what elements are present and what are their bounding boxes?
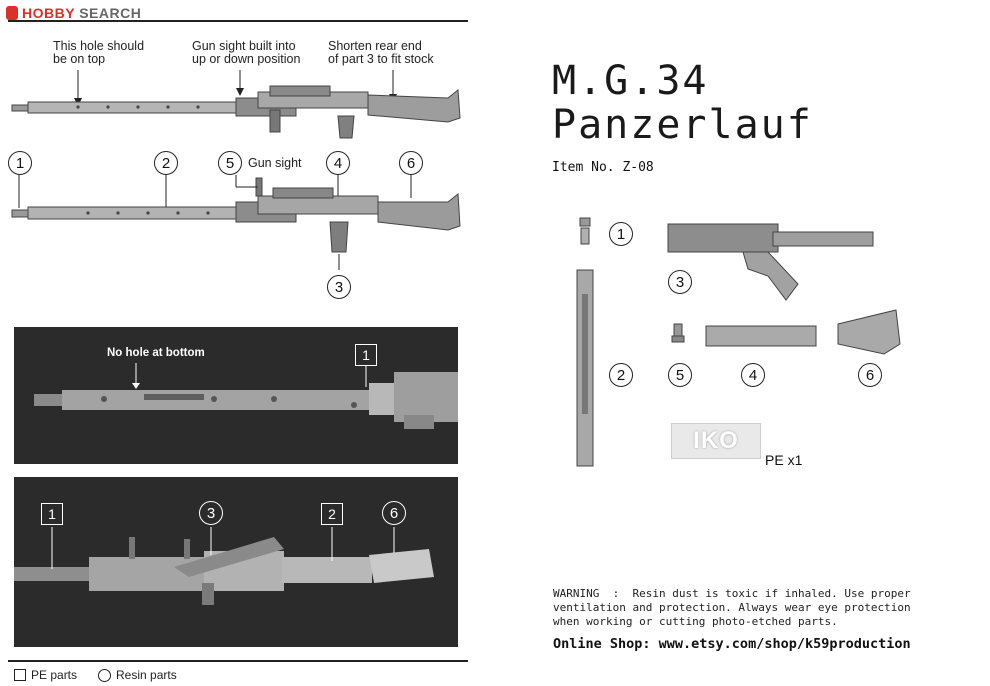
callout-6: 6 xyxy=(399,151,423,175)
callout-3: 3 xyxy=(327,275,351,299)
brand-text: HOBBY SEARCH xyxy=(22,5,142,21)
photo-barrel-bottom: No hole at bottom 1 xyxy=(14,327,458,464)
photo-2-label-2: 2 xyxy=(321,503,343,525)
part-label-2: 2 xyxy=(609,363,633,387)
gun-bottom-drawing xyxy=(11,177,461,253)
note-shorten: Shorten rear end of part 3 to fit stock xyxy=(328,39,434,66)
gun-diagram xyxy=(11,70,461,270)
callout-4: 4 xyxy=(326,151,350,175)
note-hole-top: This hole should be on top xyxy=(53,39,145,66)
parts-diagram xyxy=(576,217,901,467)
item-number: Item No. Z-08 xyxy=(552,160,654,175)
online-shop: Online Shop: www.etsy.com/shop/k59produc… xyxy=(553,636,911,652)
photo-2-label-6: 6 xyxy=(382,501,406,525)
callout-1: 1 xyxy=(8,151,32,175)
circle-icon xyxy=(98,668,111,682)
note-gun-sight: Gun sight xyxy=(248,156,302,170)
part-label-3: 3 xyxy=(668,270,692,294)
gun-top-drawing xyxy=(11,85,461,139)
part-label-5: 5 xyxy=(668,363,692,387)
warning-text: WARNING : Resin dust is toxic if inhaled… xyxy=(553,587,911,628)
callout-2: 2 xyxy=(154,151,178,175)
part-label-1: 1 xyxy=(609,222,633,246)
top-rule xyxy=(8,20,468,22)
photo-2-label-1: 1 xyxy=(41,503,63,525)
legend-resin: Resin parts xyxy=(98,668,177,682)
title-line-1: M.G.34 xyxy=(552,58,709,104)
pe-fret: IKO xyxy=(671,423,761,459)
note-gun-sight-position: Gun sight built into up or down position xyxy=(192,39,301,66)
bottom-rule xyxy=(8,660,468,662)
photo-2-image xyxy=(14,527,434,605)
title-line-2: Panzerlauf xyxy=(552,102,813,148)
legend-pe: PE parts xyxy=(14,668,77,682)
photo-assembled: 1 3 2 6 xyxy=(14,477,458,647)
square-icon xyxy=(14,669,26,681)
pe-count: PE x1 xyxy=(765,452,803,468)
part-label-4: 4 xyxy=(741,363,765,387)
brand-icon xyxy=(6,6,18,20)
note-no-hole: No hole at bottom xyxy=(107,347,205,359)
photo-1-label-1: 1 xyxy=(355,344,377,366)
watermark-logo: HOBBY SEARCH xyxy=(6,5,141,21)
part-label-6: 6 xyxy=(858,363,882,387)
photo-1-image xyxy=(34,363,458,429)
photo-2-label-3: 3 xyxy=(199,501,223,525)
callout-5: 5 xyxy=(218,151,242,175)
